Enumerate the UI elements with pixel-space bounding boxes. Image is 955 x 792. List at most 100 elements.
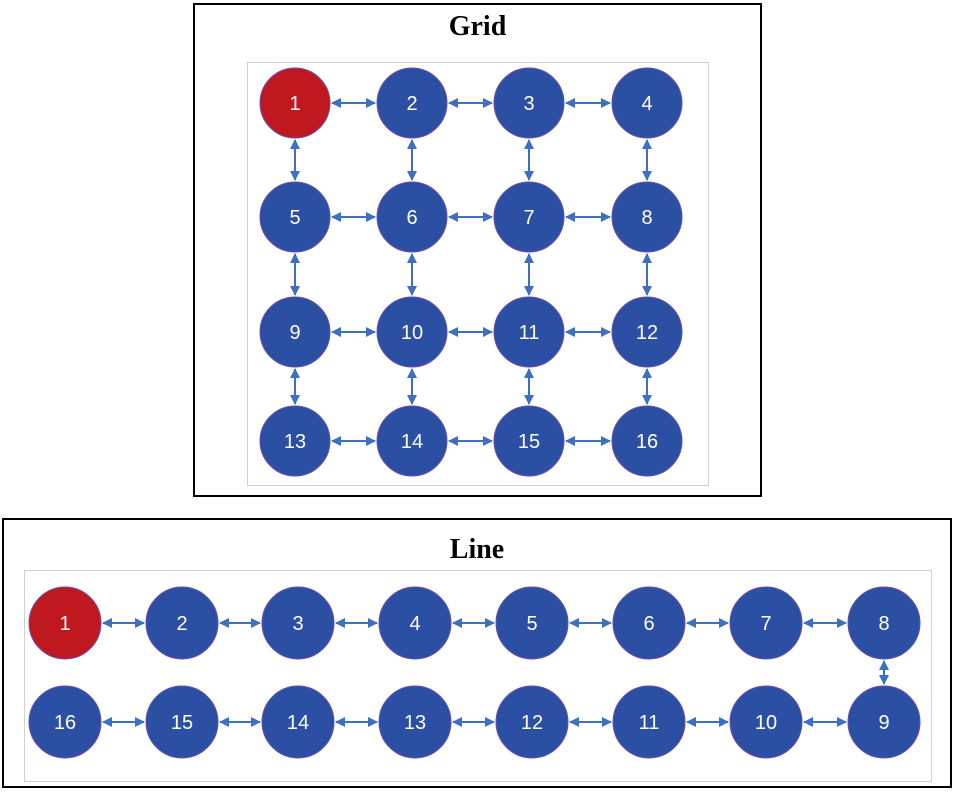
grid-node-4: 4 <box>611 67 683 139</box>
grid-node-4-circle <box>611 67 683 139</box>
line-node-15: 15 <box>145 685 219 759</box>
line-node-4-circle <box>378 586 452 660</box>
grid-node-6-circle <box>376 181 448 253</box>
grid-node-13: 13 <box>259 405 331 477</box>
grid-node-11-circle <box>493 296 565 368</box>
line-node-10: 10 <box>729 685 803 759</box>
line-node-12: 12 <box>495 685 569 759</box>
line-node-15-label: 15 <box>171 712 193 734</box>
line-node-9-circle <box>847 685 921 759</box>
line-node-1: 1 <box>28 586 102 660</box>
grid-node-6: 6 <box>376 181 448 253</box>
line-node-8: 8 <box>847 586 921 660</box>
line-node-3-label: 3 <box>292 613 303 635</box>
line-node-12-label: 12 <box>521 712 543 734</box>
grid-title: Grid <box>448 11 507 42</box>
line-node-5-label: 5 <box>526 613 537 635</box>
grid-node-16: 16 <box>611 405 683 477</box>
grid-node-7-circle <box>493 181 565 253</box>
grid-node-16-circle <box>611 405 683 477</box>
grid-node-9: 9 <box>259 296 331 368</box>
grid-node-11-label: 11 <box>519 322 540 344</box>
line-node-9: 9 <box>847 685 921 759</box>
line-node-10-label: 10 <box>755 712 777 734</box>
line-node-13-label: 13 <box>404 712 426 734</box>
grid-node-10: 10 <box>376 296 448 368</box>
grid-node-2-circle <box>376 67 448 139</box>
line-node-5-circle <box>495 586 569 660</box>
line-node-13-circle <box>378 685 452 759</box>
grid-node-8: 8 <box>611 181 683 253</box>
grid-node-12-label: 12 <box>636 322 658 344</box>
line-node-16: 16 <box>28 685 102 759</box>
grid-node-5-circle <box>259 181 331 253</box>
grid-node-1-circle <box>259 67 331 139</box>
line-node-6-circle <box>612 586 686 660</box>
line-node-9-label: 9 <box>878 712 889 734</box>
grid-node-1-label: 1 <box>289 93 300 115</box>
line-node-8-label: 8 <box>878 613 889 635</box>
grid-node-7: 7 <box>493 181 565 253</box>
grid-node-14-circle <box>376 405 448 477</box>
line-node-1-circle <box>28 586 102 660</box>
grid-node-2: 2 <box>376 67 448 139</box>
grid-node-6-label: 6 <box>406 207 417 229</box>
grid-node-5-label: 5 <box>289 207 300 229</box>
grid-node-10-circle <box>376 296 448 368</box>
line-node-16-label: 16 <box>54 712 76 734</box>
grid-node-14-label: 14 <box>401 431 423 453</box>
line-node-13: 13 <box>378 685 452 759</box>
line-node-3: 3 <box>261 586 335 660</box>
grid-node-3-label: 3 <box>523 93 534 115</box>
line-node-2-circle <box>145 586 219 660</box>
grid-node-12: 12 <box>611 296 683 368</box>
line-node-2-label: 2 <box>176 613 187 635</box>
line-node-14: 14 <box>261 685 335 759</box>
grid-node-2-label: 2 <box>406 93 417 115</box>
grid-node-16-label: 16 <box>636 431 658 453</box>
line-node-12-circle <box>495 685 569 759</box>
line-node-4-label: 4 <box>409 613 420 635</box>
line-node-8-circle <box>847 586 921 660</box>
grid-node-3: 3 <box>493 67 565 139</box>
grid-node-15: 15 <box>493 405 565 477</box>
line-node-3-circle <box>261 586 335 660</box>
line-node-15-circle <box>145 685 219 759</box>
grid-node-5: 5 <box>259 181 331 253</box>
grid-node-13-label: 13 <box>284 431 306 453</box>
grid-node-15-label: 15 <box>518 431 540 453</box>
line-node-14-label: 14 <box>287 712 309 734</box>
line-node-6-label: 6 <box>643 613 654 635</box>
line-node-16-circle <box>28 685 102 759</box>
line-node-5: 5 <box>495 586 569 660</box>
line-node-2: 2 <box>145 586 219 660</box>
line-node-6: 6 <box>612 586 686 660</box>
grid-node-8-label: 8 <box>641 207 652 229</box>
grid-node-3-circle <box>493 67 565 139</box>
grid-node-7-label: 7 <box>523 207 534 229</box>
line-node-11-label: 11 <box>639 712 660 734</box>
grid-node-10-label: 10 <box>401 322 423 344</box>
line-node-4: 4 <box>378 586 452 660</box>
grid-node-14: 14 <box>376 405 448 477</box>
grid-node-4-label: 4 <box>641 93 652 115</box>
grid-node-12-circle <box>611 296 683 368</box>
line-node-7-circle <box>729 586 803 660</box>
line-node-7: 7 <box>729 586 803 660</box>
grid-node-11: 11 <box>493 296 565 368</box>
line-title: Line <box>449 534 505 565</box>
grid-node-1: 1 <box>259 67 331 139</box>
grid-node-9-circle <box>259 296 331 368</box>
grid-node-13-circle <box>259 405 331 477</box>
line-node-1-label: 1 <box>59 613 70 635</box>
line-node-11: 11 <box>612 685 686 759</box>
line-node-11-circle <box>612 685 686 759</box>
line-node-10-circle <box>729 685 803 759</box>
grid-node-8-circle <box>611 181 683 253</box>
grid-node-15-circle <box>493 405 565 477</box>
grid-node-9-label: 9 <box>289 322 300 344</box>
line-node-14-circle <box>261 685 335 759</box>
line-node-7-label: 7 <box>760 613 771 635</box>
